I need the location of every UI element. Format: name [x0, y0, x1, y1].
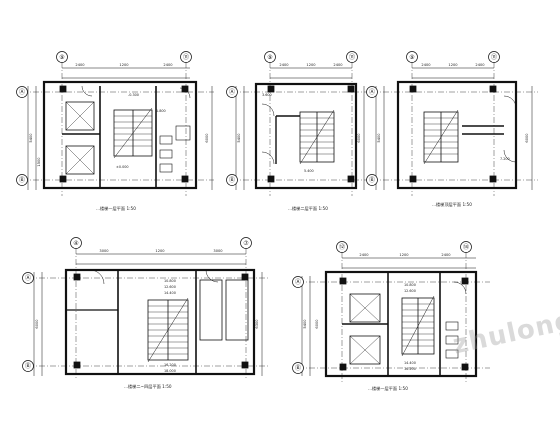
axis-label: Ⓑ [369, 176, 375, 184]
stair-plan-2 [232, 62, 370, 196]
dimension-text: 6000 [315, 319, 319, 329]
dimension-text: 2400 [421, 63, 431, 67]
level-text: 10.800 [404, 283, 416, 287]
dimension-text: 5400 [29, 133, 33, 143]
axis-label: Ⓑ [25, 362, 31, 370]
dimension-text: 2400 [163, 63, 173, 67]
dimension-text: 2400 [333, 63, 343, 67]
axis-label: ⑫ [339, 243, 345, 251]
dimension-text: 6000 [357, 133, 361, 143]
axis-label: Ⓑ [229, 176, 235, 184]
dimension-text: 2400 [441, 253, 451, 257]
axis-label: ⑪ [491, 53, 497, 61]
level-text: -0.300 [128, 93, 139, 97]
axis-label: Ⓐ [295, 278, 301, 286]
axis-label: Ⓑ [295, 364, 301, 372]
dimension-text: 5400 [377, 133, 381, 143]
axis-label: ⑪ [349, 53, 355, 61]
level-text: 3.600 [262, 93, 272, 97]
plan-caption: ...楼梯一层平面 1:50 [96, 205, 136, 212]
plan-caption: ...楼梯二层平面 1:50 [288, 205, 328, 212]
stair-plan-3 [372, 62, 538, 196]
level-text: ±0.000 [116, 165, 129, 169]
stair-plan-1 [22, 62, 214, 196]
level-text: 12.600 [164, 285, 176, 289]
dimension-text: 1200 [399, 253, 409, 257]
axis-label: Ⓐ [25, 274, 31, 282]
dimension-text: 1200 [155, 249, 165, 253]
level-text: 16.200 [404, 367, 416, 371]
stair-plan-5 [298, 252, 490, 382]
dimension-text: 2400 [359, 253, 369, 257]
axis-label: ④ [73, 240, 78, 247]
level-text: 1.800 [156, 109, 166, 113]
level-text: 7.200 [500, 157, 510, 161]
axis-label: Ⓐ [19, 88, 25, 96]
dimension-text: 6000 [525, 133, 529, 143]
level-labels: -0.300 ±0.000 1.800 3.600 5.400 7.200 10… [116, 93, 510, 373]
axis-label: ⑪ [183, 53, 189, 61]
level-text: 10.800 [164, 279, 176, 283]
axis-label: Ⓑ [19, 176, 25, 184]
plan-caption: ...楼梯顶层平面 1:50 [432, 201, 472, 208]
axis-bubbles [16, 51, 500, 374]
plan-captions: ...楼梯一层平面 1:50 ...楼梯二层平面 1:50 ...楼梯顶层平面 … [96, 201, 472, 392]
plan-caption: ...楼梯一层平面 1:50 [368, 385, 408, 392]
level-text: 12.600 [404, 289, 416, 293]
axis-label: Ⓐ [369, 88, 375, 96]
level-text: 14.400 [164, 291, 176, 295]
dimension-text: 5400 [237, 133, 241, 143]
axis-label: ⑨ [59, 54, 64, 61]
axis-labels: ⑨ ⑪ Ⓐ Ⓑ ⑨ ⑪ Ⓐ Ⓑ ⑨ ⑪ Ⓐ Ⓑ ④ ⑦ Ⓐ Ⓑ ⑫ ⑭ Ⓐ Ⓑ [19, 53, 497, 372]
dimension-text: 1200 [119, 63, 129, 67]
dimension-text: 1200 [306, 63, 316, 67]
axis-label: ⑨ [267, 54, 272, 61]
dimension-text: 5400 [303, 319, 307, 329]
plan-caption: ...楼梯二~四层平面 1:50 [124, 383, 172, 390]
dimension-text: 6000 [35, 319, 39, 329]
dimension-text: 2400 [279, 63, 289, 67]
level-text: 5.400 [304, 169, 314, 173]
stair-plan-4 [28, 248, 268, 380]
dimension-text: 2400 [75, 63, 85, 67]
dimension-text: 1200 [448, 63, 458, 67]
dimension-text: 2400 [475, 63, 485, 67]
axis-label: ⑨ [409, 54, 414, 61]
dimension-text: 6000 [205, 133, 209, 143]
dimension-text: 3000 [213, 249, 223, 253]
dimension-labels: 2400 1200 2400 5400 6000 1500 2400 1200 … [29, 63, 529, 329]
axis-label: ⑦ [243, 240, 249, 247]
level-text: 14.400 [404, 361, 416, 365]
dimension-text: 3000 [99, 249, 109, 253]
axis-label: ⑭ [463, 243, 469, 251]
level-text: 16.200 [164, 363, 176, 367]
axis-label: Ⓐ [229, 88, 235, 96]
dimension-text: 6300 [255, 319, 259, 329]
level-text: 18.000 [164, 369, 176, 373]
dimension-text: 1500 [37, 157, 41, 167]
